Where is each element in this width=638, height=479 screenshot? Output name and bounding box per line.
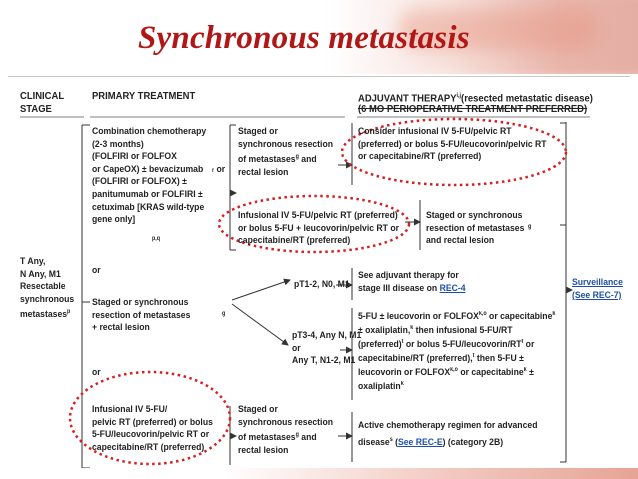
primary-infusional-5fu: Infusional IV 5-FU/ pelvic RT (preferred… [92,404,213,453]
header-adjuvant-therapy: ADJUVANT THERAPYi,j(resected metastatic … [358,92,593,105]
fu-regimen-line-2: ± oxaliplatin,k then infusional 5-FU/RT [358,325,513,337]
banner-decoration [328,0,638,74]
header-primary-treatment: PRIMARY TREATMENT [92,90,196,102]
fu-regimen-line-4: capecitabine/RT (preferred),t then 5-FU … [358,353,524,365]
staged-right-superscript-g: g [528,224,532,230]
combination-chemotherapy: Combination chemotherapy (2-3 months) (F… [92,126,207,226]
staged-superscript-g: g [222,311,226,317]
combo-superscript-pq: p,q [152,236,161,242]
header-divider [8,76,630,77]
infusional-5fu-middle: Infusional IV 5-FU/pelvic RT (preferred)… [238,210,399,247]
rec-e-link[interactable]: See REC-E [397,437,443,449]
active-chemotherapy-line-1: Active chemotherapy regimen for advanced [358,420,538,431]
slide-banner: Synchronous metastasis [0,0,638,74]
active-chemotherapy-line-2: diseases (See REC-E) (category 2B) [358,437,504,449]
see-adjuvant-stage-iii: See adjuvant therapy for stage III disea… [358,270,466,294]
banner-decoration-glow [398,10,598,50]
combo-superscript-r: r or [212,164,226,175]
footer-decoration [0,468,638,479]
or-separator-1: or [92,265,101,276]
fu-regimen-line-6: oxaliplatink [358,381,404,393]
header-clinical-stage: CLINICAL STAGE [20,90,65,115]
pt3-4-any-n-m1: pT3-4, Any N, M1 or Any T, N1-2, M1 [292,330,362,367]
or-separator-2: or [92,367,101,378]
fu-regimen-line-3: (preferred)t or bolus 5-FU/leucovorin/RT… [358,339,535,351]
consider-infusional-adjuvant: Consider infusional IV 5-FU/pelvic RT (p… [358,126,547,163]
clinical-stage-text: T Any, N Any, M1 Resectable synchronous … [20,256,75,321]
slide-title: Synchronous metastasis [138,20,470,56]
surveillance-link[interactable]: Surveillance [572,277,623,288]
rec-7-link[interactable]: (See REC-7) [572,290,622,301]
fu-regimen-line-1: 5-FU ± leucovorin or FOLFOXk,o or capeci… [358,311,556,323]
header-adjuvant-preferred: (6 MO PERIOPERATIVE TREATMENT PREFERRED) [358,103,588,115]
pt1-2-n0-m1: pT1-2, N0, M1 [294,279,350,290]
fu-regimen-line-5: leucovorin or FOLFOXk,o or capecitabinek… [358,367,534,379]
rec-4-link[interactable]: REC-4 [439,282,466,294]
staged-synchronous-top: Staged or synchronous resection of metas… [238,126,334,178]
staged-synchronous-right: Staged or synchronous resection of metas… [426,210,525,247]
staged-synchronous-bottom: Staged or synchronous resection of metas… [238,404,334,456]
primary-staged-resection: Staged or synchronous resection of metas… [92,297,191,334]
